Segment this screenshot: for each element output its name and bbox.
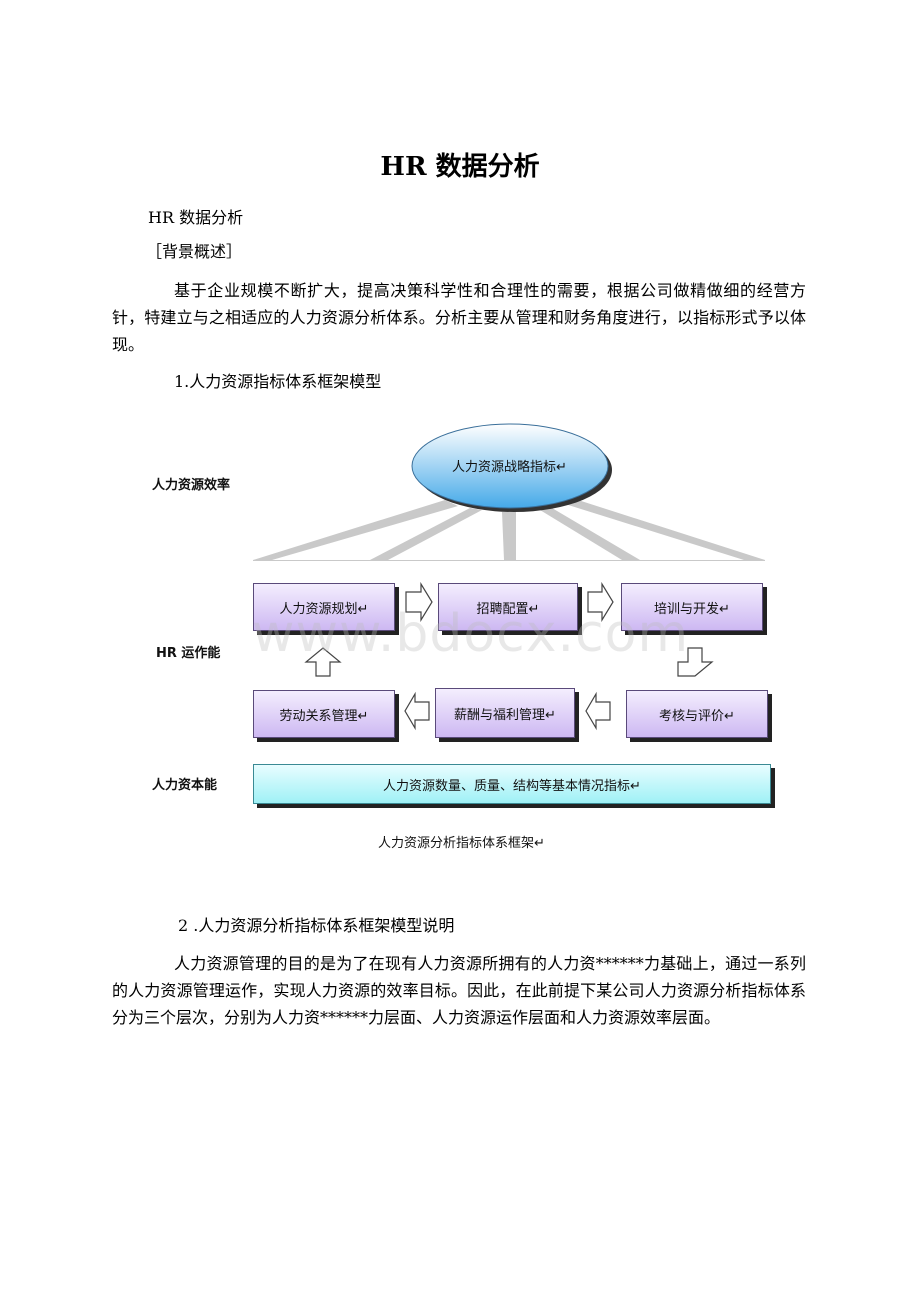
label-hr-efficiency: 人力资源效率 (152, 478, 231, 493)
heading-framework-model: 1.人力资源指标体系框架模型 (174, 372, 382, 391)
box-assessment: 考核与评价↵ (626, 690, 768, 738)
heading-model-explanation: 2 .人力资源分析指标体系框架模型说明 (178, 916, 455, 935)
box-basic-indicators: 人力资源数量、质量、结构等基本情况指标↵ (253, 764, 771, 804)
strategy-oval-label: 人力资源战略指标↵ (452, 460, 567, 475)
box-compensation: 薪酬与福利管理↵ (435, 688, 575, 738)
arrow-left-icon (585, 691, 611, 731)
subtitle: HR 数据分析 (148, 208, 244, 227)
fan-ray (502, 512, 516, 560)
arrow-right-icon (587, 581, 614, 623)
explanation-paragraph: 人力资源管理的目的是为了在现有人力资源所拥有的人力资******力基础上，通过一… (112, 954, 806, 1027)
arrow-right-icon (405, 581, 433, 623)
box-training: 培训与开发↵ (621, 583, 763, 631)
fan-rays (253, 500, 765, 561)
box-recruitment: 招聘配置↵ (438, 583, 578, 631)
fan-ray (540, 508, 640, 560)
arrow-left-icon (404, 691, 430, 731)
label-human-capital: 人力资本能 (152, 778, 218, 793)
strategy-oval (411, 423, 609, 509)
section-background-heading: ［背景概述］ (146, 242, 243, 261)
arrow-up-icon (304, 647, 342, 677)
watermark: www.bdocx.com (252, 604, 690, 664)
intro-paragraph: 基于企业规模不断扩大，提高决策科学性和合理性的需要，根据公司做精做细的经营方针，… (112, 281, 806, 354)
diagram-graphics (253, 423, 765, 731)
arrow-down-icon (677, 647, 714, 677)
box-labor-relations: 劳动关系管理↵ (253, 690, 395, 738)
framework-diagram: 人力资源效率 HR 运作能 人力资本能 人力资源战略指标↵ 人力资源规划↵ 招聘… (140, 418, 780, 858)
label-hr-operation: HR 运作能 (156, 646, 221, 661)
fan-ray (565, 500, 765, 560)
fan-base (253, 560, 765, 561)
page-title: HR 数据分析 (380, 152, 540, 182)
fan-ray (253, 500, 458, 560)
fan-ray (370, 508, 482, 560)
box-hr-planning: 人力资源规划↵ (253, 583, 395, 631)
diagram-caption: 人力资源分析指标体系框架↵ (378, 836, 545, 851)
